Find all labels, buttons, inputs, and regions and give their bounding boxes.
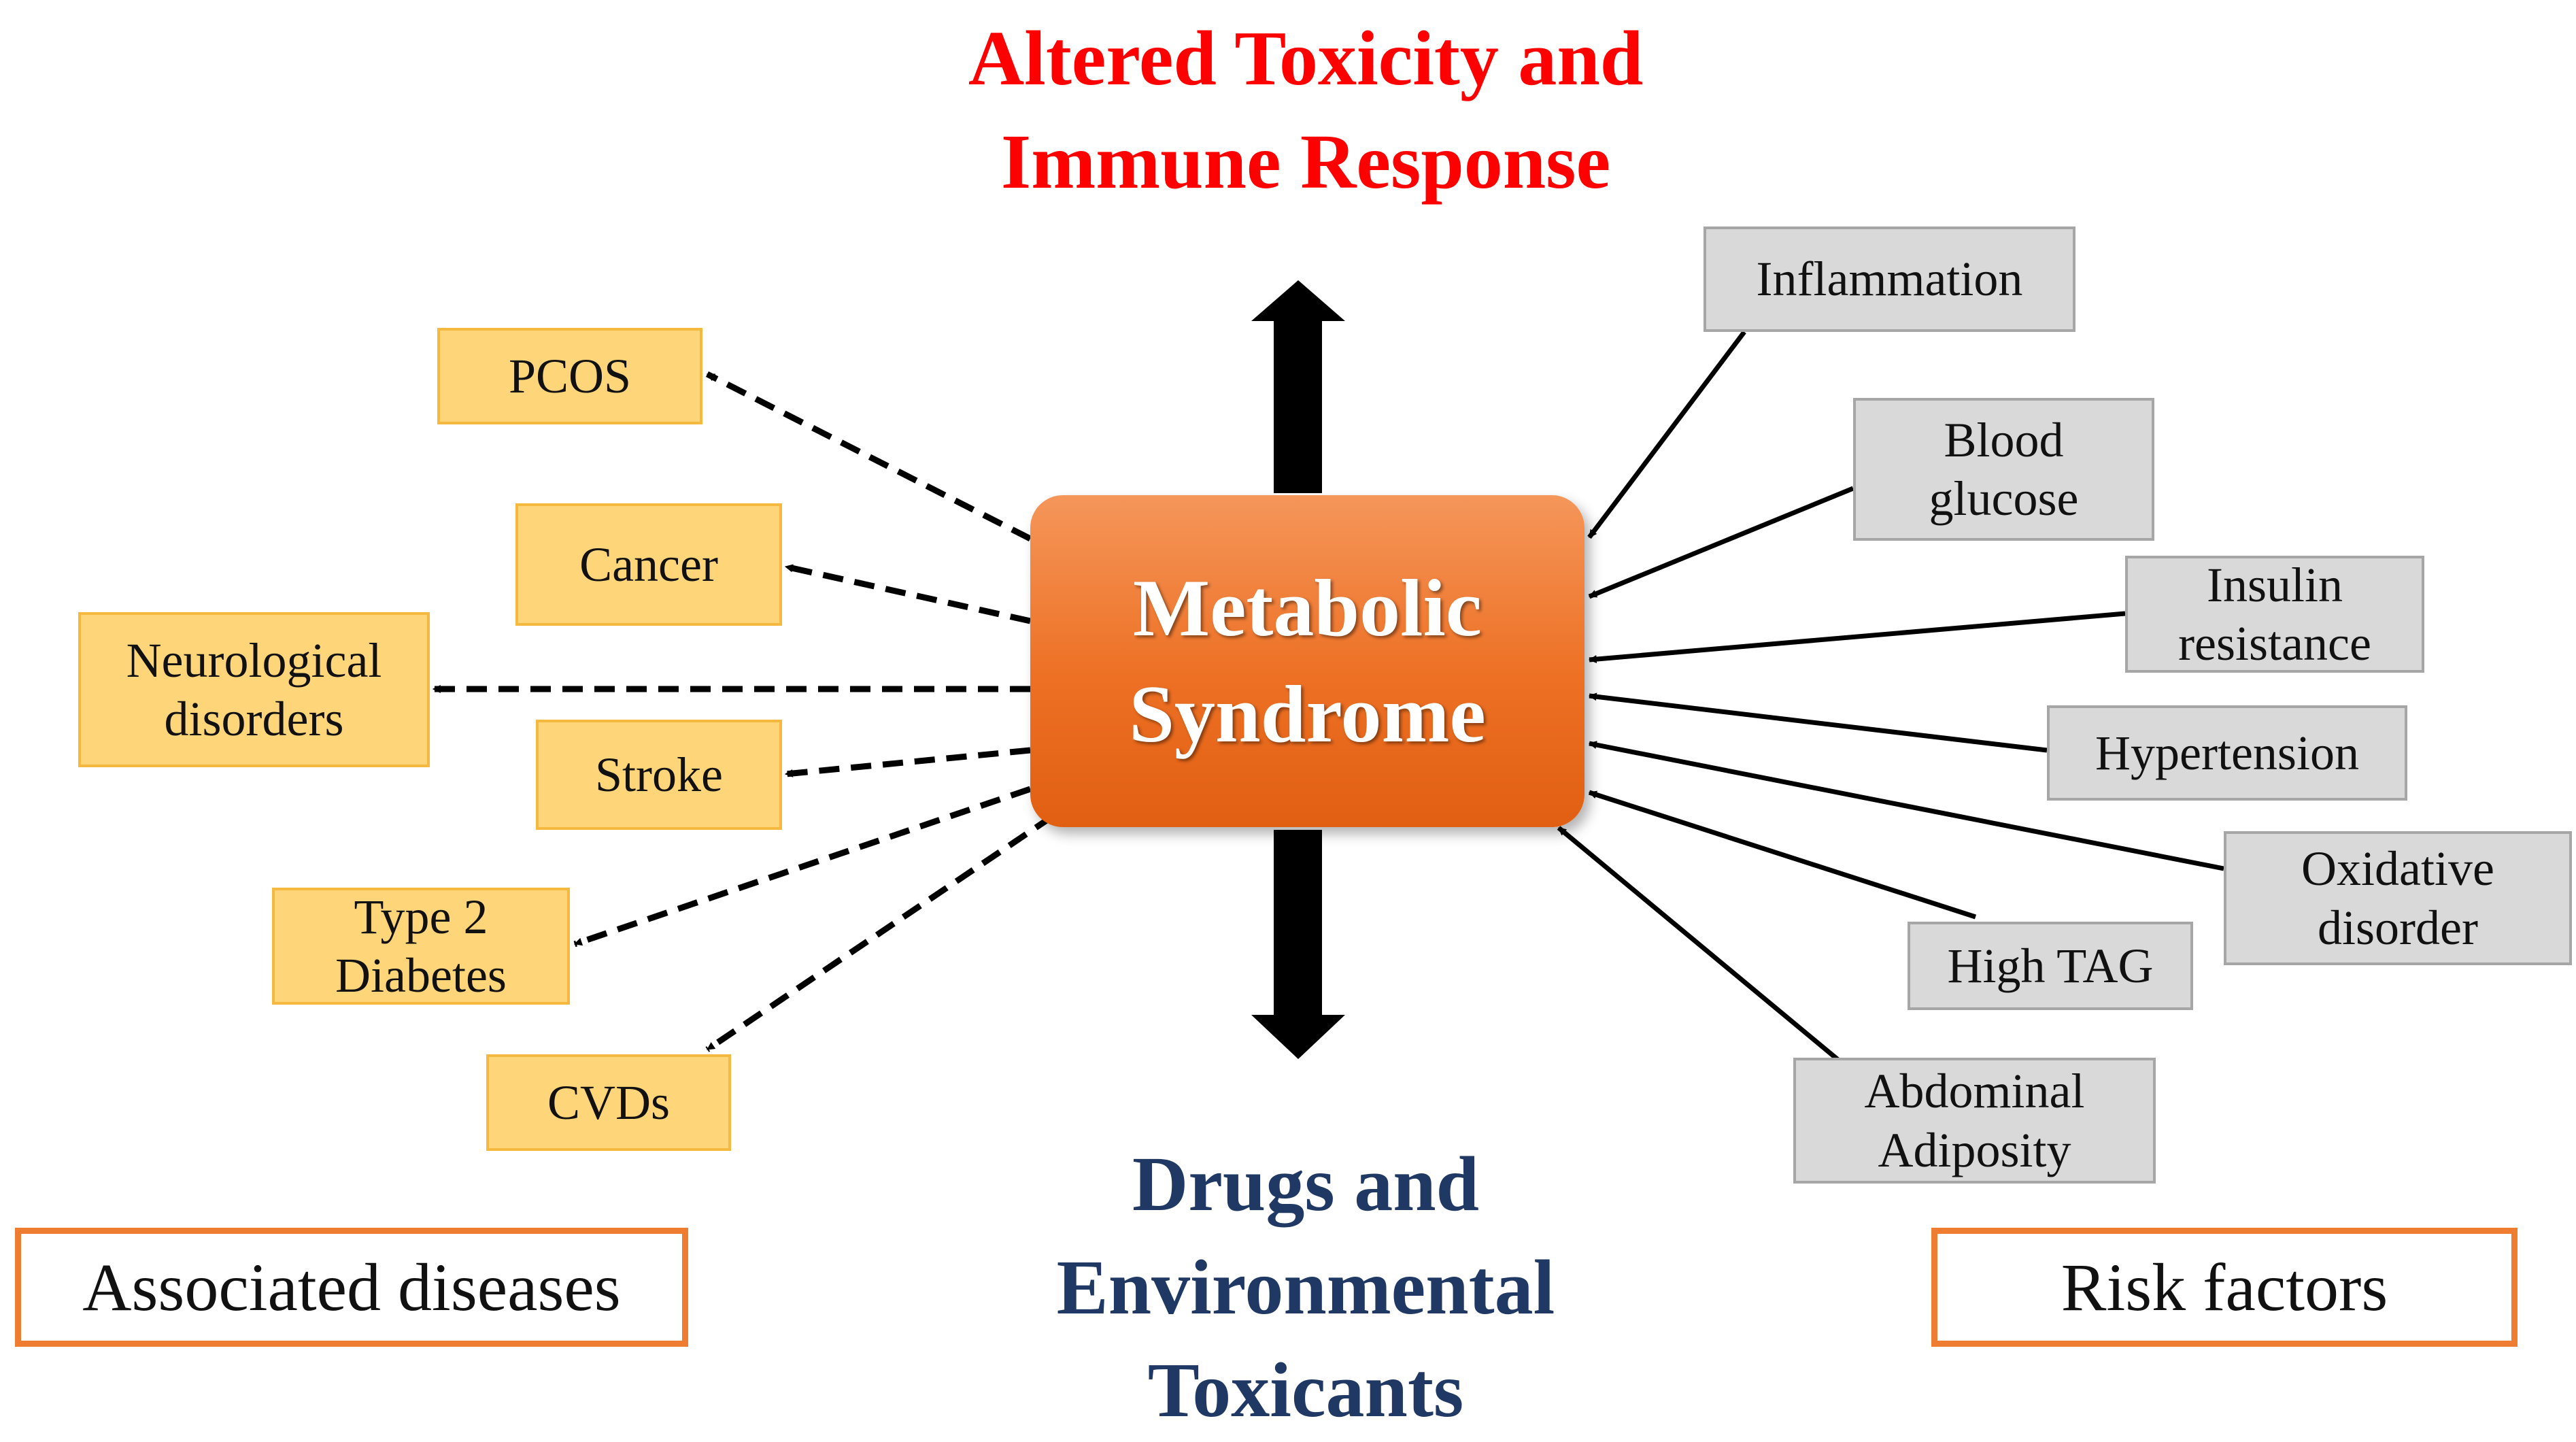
disease-label: Diabetes xyxy=(335,948,507,1003)
top-heading: Altered Toxicity and Immune Response xyxy=(782,7,1829,213)
risk-label: Inflammation xyxy=(1756,252,2023,307)
risk-label: Blood xyxy=(1944,412,2064,467)
arrow-from-abdominal-adiposity xyxy=(1557,826,1857,1075)
risk-label: Hypertension xyxy=(2095,725,2359,780)
legend-risk-factors: Risk factors xyxy=(1931,1228,2518,1347)
risk-label: High TAG xyxy=(1947,938,2154,993)
legend-label: Associated diseases xyxy=(82,1249,621,1325)
disease-neurological-disorders: Neurological disorders xyxy=(78,612,430,767)
arrow-from-insulin-resistance xyxy=(1588,611,2126,664)
risk-high-tag: High TAG xyxy=(1908,922,2193,1010)
risk-abdominal-adiposity: Abdominal Adiposity xyxy=(1793,1058,2156,1184)
arrow-to-stroke xyxy=(784,747,1031,777)
risk-blood-glucose: Blood glucose xyxy=(1853,398,2154,541)
metabolic-syndrome-node: Metabolic Syndrome xyxy=(1030,495,1584,827)
disease-pcos: PCOS xyxy=(437,328,702,424)
risk-label: Adiposity xyxy=(1878,1122,2071,1177)
arrow-to-pcos xyxy=(705,371,1032,542)
risk-hypertension: Hypertension xyxy=(2047,705,2407,801)
risk-label: Insulin xyxy=(2206,557,2343,612)
disease-type2-diabetes: Type 2 Diabetes xyxy=(272,888,570,1005)
disease-label: Cancer xyxy=(579,537,718,592)
arrow-from-hypertension xyxy=(1588,692,2048,753)
disease-label: disorders xyxy=(164,692,344,746)
disease-arrows xyxy=(432,371,1055,1052)
bottom-heading-line: Drugs and xyxy=(1132,1141,1479,1227)
legend-label: Risk factors xyxy=(2061,1249,2388,1325)
risk-inflammation: Inflammation xyxy=(1704,227,2075,332)
arrow-from-inflammation xyxy=(1587,330,1746,539)
risk-oxidative-disorder: Oxidative disorder xyxy=(2224,831,2572,965)
disease-stroke: Stroke xyxy=(536,720,782,830)
disease-cancer: Cancer xyxy=(515,503,782,626)
arrow-to-cancer xyxy=(784,563,1031,624)
risk-label: glucose xyxy=(1929,471,2079,526)
disease-cvds: CVDs xyxy=(486,1054,731,1151)
disease-label: Type 2 xyxy=(354,889,488,944)
risk-arrows xyxy=(1557,330,2224,1075)
disease-label: PCOS xyxy=(508,348,632,403)
center-label-line: Metabolic xyxy=(1132,563,1482,653)
disease-label: Neurological xyxy=(126,633,382,688)
top-heading-line: Altered Toxicity and xyxy=(968,15,1644,101)
risk-insulin-resistance: Insulin resistance xyxy=(2125,556,2424,673)
disease-label: Stroke xyxy=(595,747,723,802)
center-label-line: Syndrome xyxy=(1129,669,1486,759)
arrow-from-high-tag xyxy=(1588,790,1977,920)
arrow-from-blood-glucose xyxy=(1588,486,1854,599)
risk-label: Oxidative xyxy=(2301,841,2494,896)
disease-label: CVDs xyxy=(547,1075,671,1130)
arrow-from-oxidative-disorder xyxy=(1588,741,2224,871)
risk-label: Abdominal xyxy=(1864,1064,2085,1119)
down-arrow xyxy=(1251,830,1345,1059)
risk-label: disorder xyxy=(2318,900,2478,955)
legend-associated-diseases: Associated diseases xyxy=(15,1228,688,1347)
arrow-to-type2-diabetes xyxy=(573,786,1032,948)
up-arrow xyxy=(1251,280,1345,493)
arrow-to-cvds xyxy=(705,814,1055,1052)
top-heading-line: Immune Response xyxy=(1000,118,1611,205)
bottom-heading: Drugs and Environmental Toxicants xyxy=(904,1133,1707,1442)
bottom-heading-line: Toxicants xyxy=(1147,1347,1464,1434)
bottom-heading-line: Environmental xyxy=(1056,1243,1555,1330)
risk-label: resistance xyxy=(2178,616,2371,671)
